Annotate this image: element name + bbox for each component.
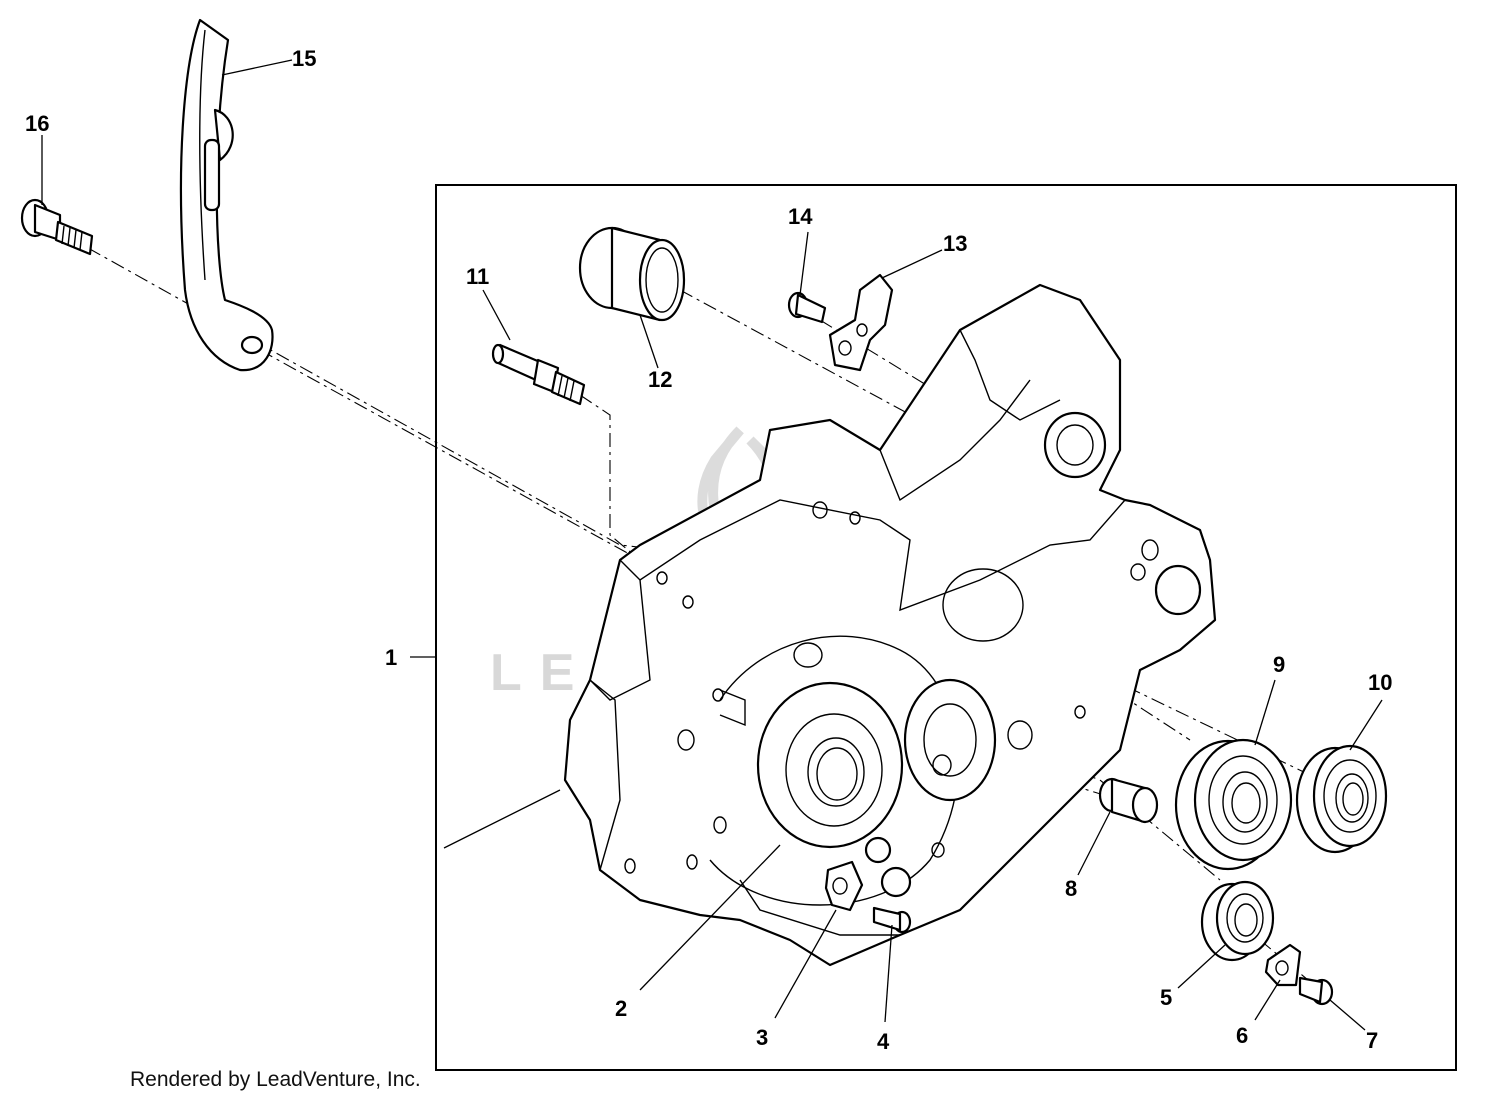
part-11-stud [491,343,586,406]
callout-4: 4 [877,1029,890,1054]
footer-credit: Rendered by LeadVenture, Inc. [130,1068,421,1091]
part-6-retainer [1264,943,1302,987]
part-9-bearing [1174,738,1293,871]
group-frame [435,184,1457,1071]
part-4-screw [872,906,912,934]
callout-11: 11 [466,264,489,289]
callout-2: 2 [615,996,627,1021]
part-10-bearing [1295,744,1388,854]
callout-5: 5 [1160,985,1172,1010]
callout-9: 9 [1273,652,1285,677]
part-13-bracket [828,273,894,372]
callout-7: 7 [1366,1028,1378,1053]
part-16-bolt [20,198,94,256]
callout-1: 1 [385,645,397,670]
callout-14: 14 [788,204,813,229]
callout-15: 15 [292,46,316,71]
callout-6: 6 [1236,1023,1248,1048]
callout-13: 13 [943,231,967,256]
callout-3: 3 [756,1025,768,1050]
callout-12: 12 [648,367,672,392]
callout-labels: 1 2 3 4 5 6 7 8 9 10 11 12 13 14 15 16 [25,46,1392,1054]
callout-8: 8 [1065,876,1077,901]
part-15-chain-guide [179,18,274,372]
part-5-bearing [1200,880,1275,962]
leader-lines [41,59,1383,1031]
part-14-bolt [787,291,827,324]
part-7-screw [1298,976,1334,1006]
part-8-dowel [1098,777,1159,824]
part-12-bushing [578,226,686,322]
part-3-plate [824,860,864,912]
callout-16: 16 [25,111,49,136]
callout-10: 10 [1368,670,1392,695]
part-2-bearing [756,681,904,849]
part-1-crankcase [563,283,1217,967]
